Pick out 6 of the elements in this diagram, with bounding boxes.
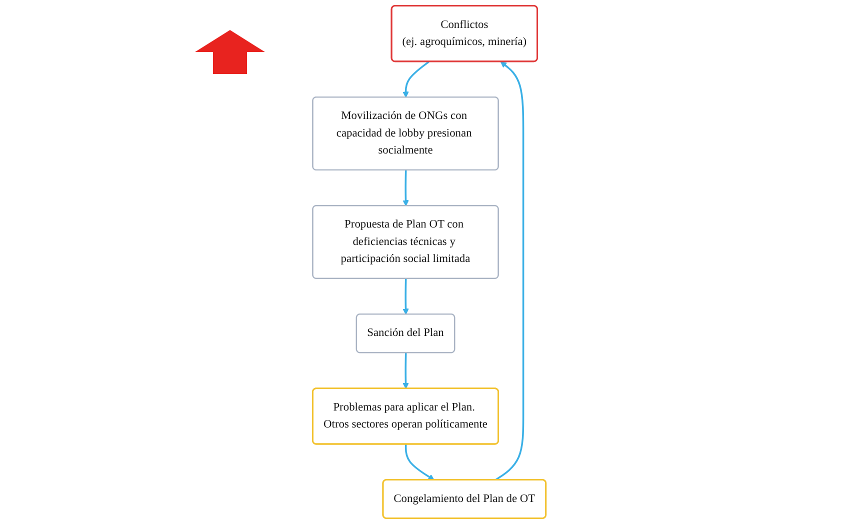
arrow bbox=[402, 61, 430, 98]
arrow bbox=[405, 444, 435, 480]
arrow bbox=[402, 353, 410, 389]
arrow bbox=[495, 61, 524, 481]
arrow bbox=[402, 170, 410, 206]
arrow bbox=[402, 278, 410, 315]
